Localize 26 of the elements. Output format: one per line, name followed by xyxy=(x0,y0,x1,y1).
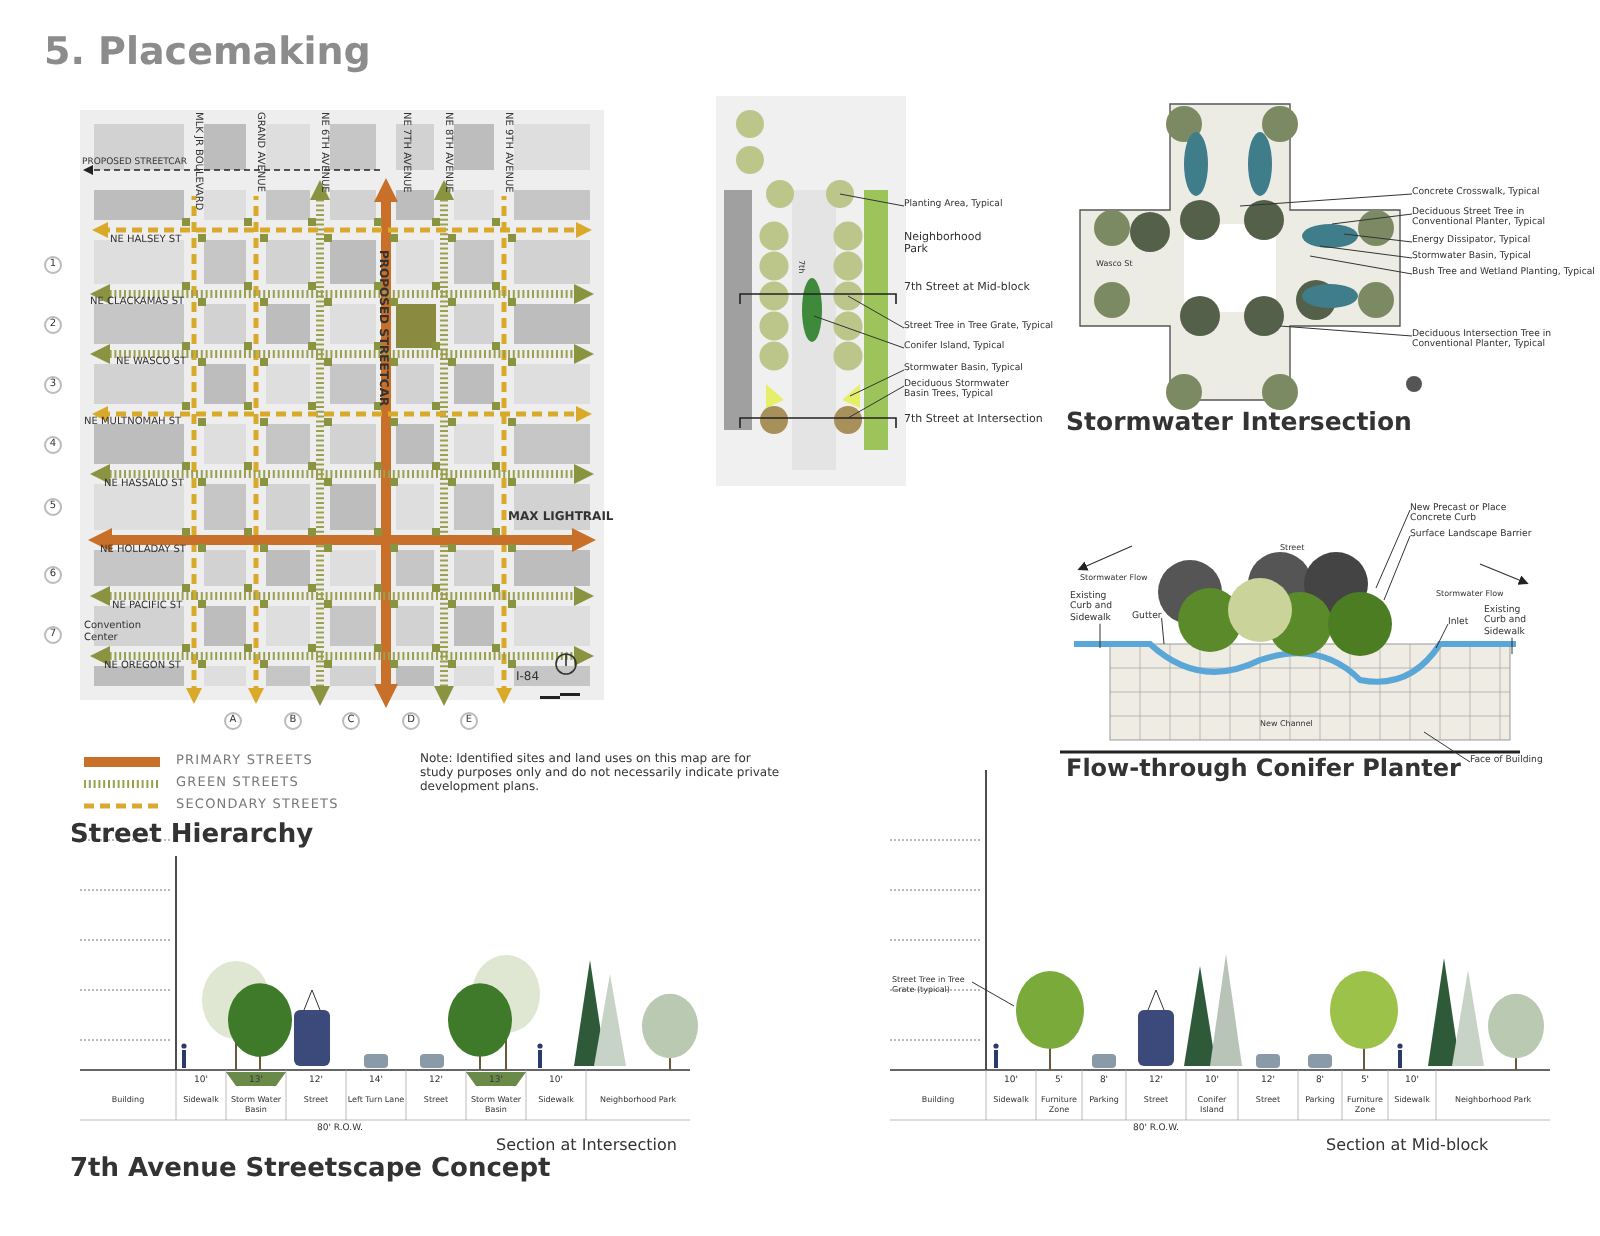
leader-line xyxy=(1161,617,1165,645)
leader-line xyxy=(1423,731,1471,763)
leader-line xyxy=(847,295,905,329)
leader-line xyxy=(971,981,1015,1007)
leader-line xyxy=(1435,623,1449,649)
leader-line xyxy=(1511,637,1513,655)
leader-line xyxy=(839,193,905,207)
leader-line xyxy=(1099,623,1101,649)
leader-line xyxy=(1383,535,1411,601)
leader-line xyxy=(813,315,905,349)
section-caption: Section at Intersection xyxy=(496,1136,677,1155)
leader-line xyxy=(849,369,905,397)
leader-line xyxy=(1331,213,1413,225)
section-title: 7th Avenue Streetscape Concept xyxy=(70,1156,551,1186)
section-title: Flow-through Conifer Planter xyxy=(1066,756,1461,784)
section-title: Street Hierarchy xyxy=(70,822,314,852)
section-title: Stormwater Intersection xyxy=(1066,408,1412,437)
leader-line xyxy=(1309,255,1413,275)
leader-line xyxy=(1239,193,1413,207)
leader-line xyxy=(1375,509,1411,589)
leader-line xyxy=(1343,233,1413,243)
section-caption: Section at Mid-block xyxy=(1326,1136,1489,1155)
leader-line xyxy=(1319,245,1413,259)
page-title: 5. Placemaking xyxy=(44,32,371,76)
leader-line xyxy=(1279,325,1413,337)
leader-line xyxy=(847,385,905,419)
